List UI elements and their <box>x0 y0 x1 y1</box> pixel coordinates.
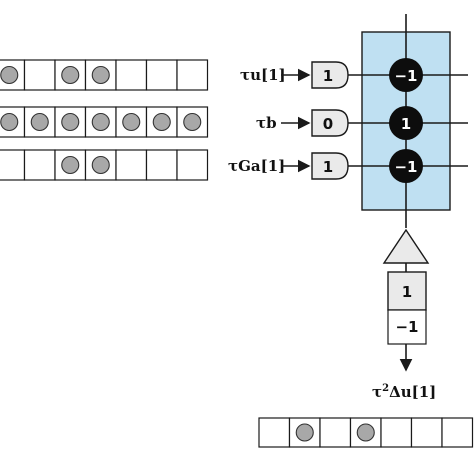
register-dot <box>91 155 110 175</box>
crossbar-node-2-value: 1 <box>401 115 411 133</box>
output-register <box>258 417 474 448</box>
register-dot <box>91 112 110 132</box>
input-value-2: 0 <box>323 115 333 133</box>
register-cell <box>380 417 413 448</box>
register-row-2 <box>0 106 209 138</box>
input-label-2: τb <box>256 114 277 132</box>
output-stack-cell-1 <box>387 271 427 311</box>
register-cell <box>176 59 209 91</box>
register-dot <box>30 112 49 132</box>
register-cell <box>23 149 56 181</box>
register-cell <box>145 59 178 91</box>
register-cell <box>319 417 352 448</box>
input-label-1: τu[1] <box>240 66 286 84</box>
output-stack-value-1: 1 <box>402 283 412 301</box>
register-cell <box>54 149 87 181</box>
output-stack-cell-2 <box>387 309 427 345</box>
register-row-1 <box>0 59 209 91</box>
register-cell <box>115 149 148 181</box>
register-cell <box>23 59 56 91</box>
register-cell <box>176 149 209 181</box>
register-dot <box>183 112 202 132</box>
register-cell <box>258 417 291 448</box>
register-cell <box>410 417 443 448</box>
register-row-3 <box>0 149 209 181</box>
crossbar-node-3-value: −1 <box>394 158 417 176</box>
register-dot <box>295 423 314 442</box>
crossbar-node-1: −1 <box>389 58 423 92</box>
crossbar-node-2: 1 <box>389 106 423 140</box>
output-stack-value-2: −1 <box>395 318 418 336</box>
register-dot <box>91 65 110 85</box>
input-value-3: 1 <box>323 158 333 176</box>
register-dot <box>61 112 80 132</box>
crossbar-node-3: −1 <box>389 149 423 183</box>
register-dot <box>122 112 141 132</box>
register-dot <box>61 65 80 85</box>
register-dot <box>0 112 19 132</box>
output-label: τ2Δu[1] <box>372 383 436 401</box>
input-row-3: τGa[1] 1 <box>228 152 468 180</box>
register-cell <box>145 149 178 181</box>
crossbar-node-1-value: −1 <box>394 67 417 85</box>
input-row-1: τu[1] 1 <box>240 61 468 89</box>
register-dot <box>152 112 171 132</box>
register-dot <box>61 155 80 175</box>
amplifier-triangle <box>382 228 430 264</box>
register-cell <box>115 59 148 91</box>
register-cell <box>441 417 474 448</box>
register-dot <box>0 65 19 85</box>
register-dot <box>356 423 375 442</box>
input-value-1: 1 <box>323 67 333 85</box>
register-cell <box>0 149 26 181</box>
input-label-3: τGa[1] <box>228 157 285 175</box>
